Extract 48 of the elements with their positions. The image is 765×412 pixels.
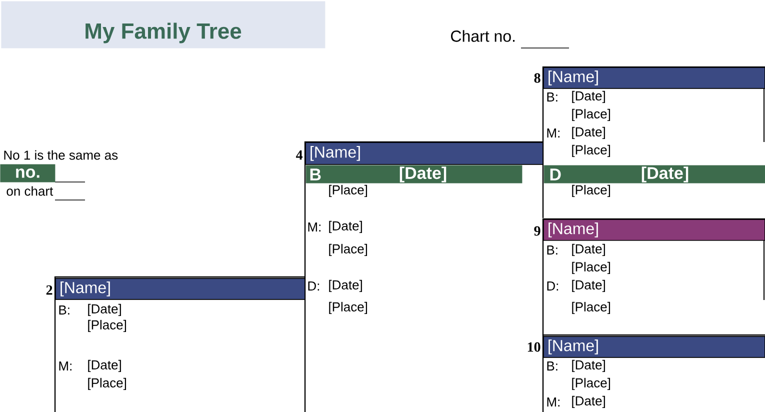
box-number: 2	[46, 285, 52, 295]
placeholder-text: [Place]	[572, 108, 610, 122]
field-label: M:	[547, 398, 560, 406]
placeholder-text: [Place]	[572, 302, 610, 314]
field-label: M:	[59, 362, 72, 370]
name-bar: [Name]	[543, 67, 765, 89]
name-bar: [Name]	[543, 219, 765, 241]
box-number: 10	[528, 342, 540, 352]
placeholder-text: [Date]	[88, 304, 121, 316]
placeholder-text: [Date]	[572, 244, 605, 256]
placeholder-text: [Place]	[329, 184, 368, 198]
placeholder-text: [Place]	[88, 378, 126, 390]
placeholder-text: [Place]	[329, 302, 368, 314]
placeholder-text: [Date]	[572, 280, 605, 292]
placeholder-text: [Place]	[572, 378, 610, 390]
label-text: No 1 is the same as	[4, 150, 118, 160]
box-number: 9	[534, 226, 540, 236]
placeholder-text: [Place]	[572, 144, 610, 158]
label-text: on chart	[6, 186, 54, 196]
field-label: D:	[547, 282, 558, 290]
field-label: B:	[547, 92, 558, 102]
placeholder-text: [Place]	[88, 320, 126, 332]
field-label: M:	[308, 222, 320, 232]
field-label: B:	[547, 246, 558, 254]
field-label: M:	[547, 128, 560, 138]
placeholder-text: [Place]	[329, 244, 368, 256]
field-label: D:	[308, 282, 320, 290]
label-text: Chart no.	[451, 30, 515, 42]
placeholder-text: [Place]	[572, 262, 610, 274]
placeholder-text: [Date]	[88, 360, 121, 372]
placeholder-text: [Date]	[329, 280, 362, 292]
name-bar: [Name]	[305, 142, 544, 165]
label-box: no.	[0, 164, 56, 182]
box-number: 4	[296, 150, 303, 160]
placeholder-text: [Date]	[572, 126, 605, 140]
placeholder-text: [Date]	[572, 396, 605, 408]
name-bar: [Name]	[55, 278, 306, 300]
event-bar: B [Date]	[306, 165, 522, 184]
placeholder-text: [Place]	[572, 184, 610, 198]
event-bar: D [Date]	[544, 165, 765, 184]
placeholder-text: [Date]	[572, 90, 605, 104]
field-label: B:	[547, 362, 558, 370]
box-number: 8	[534, 73, 540, 83]
title-banner: My Family Tree	[1, 1, 326, 48]
placeholder-text: [Date]	[572, 360, 605, 372]
name-bar: [Name]	[543, 336, 765, 358]
placeholder-text: [Date]	[329, 220, 362, 234]
field-label: B:	[59, 306, 70, 314]
